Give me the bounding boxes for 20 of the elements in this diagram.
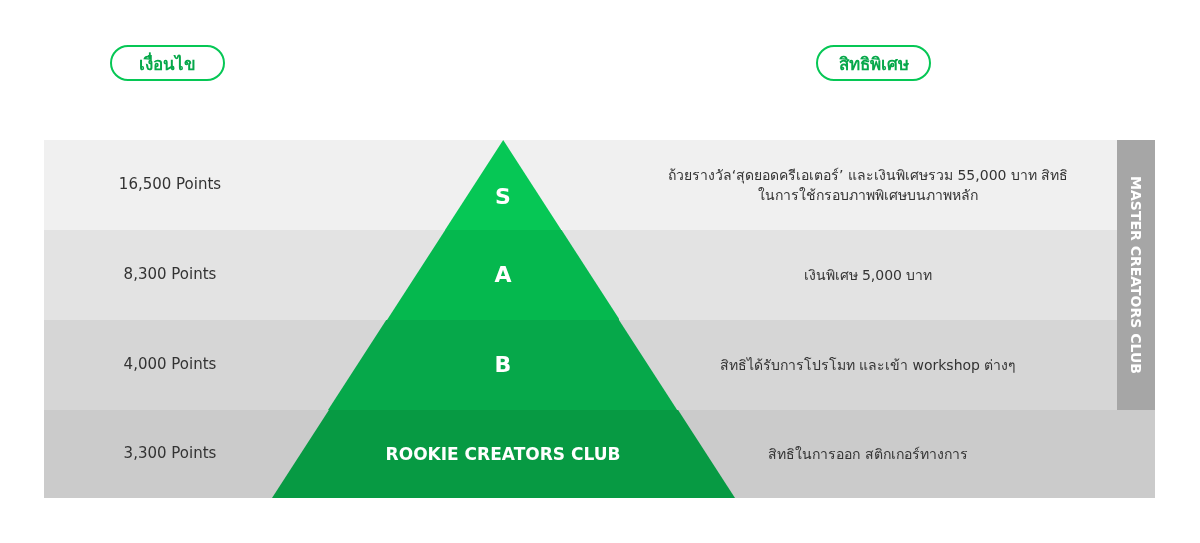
tier-name: A <box>493 261 513 287</box>
points-text: 16,500 Points <box>117 175 223 193</box>
tier-name: ROOKIE CREATORS CLUB <box>384 443 622 464</box>
points-text: 4,000 Points <box>122 355 218 373</box>
tier-name: S <box>494 183 512 209</box>
points-text: 8,300 Points <box>122 265 218 283</box>
header-label: สิทธิพิเศษ <box>816 45 931 81</box>
benefit-text: เงินพิเศษ 5,000 บาท <box>802 266 934 285</box>
benefit-text: ถ้วยรางวัล‘สุดยอดครีเอเตอร์’ และเงินพิเศษรวม 55,000 บาท สิทธิในการใช้กรอบภาพพิเศษบนภาพหลัก <box>666 166 1070 205</box>
benefit-text: สิทธิได้รับการโปรโมท และเข้า workshop ต่างๆ <box>718 356 1018 375</box>
club-name: MASTER CREATORS CLUB <box>1128 176 1144 374</box>
points-text: 3,300 Points <box>122 444 218 462</box>
tier-row <box>44 410 1155 498</box>
club-bar <box>1117 140 1155 410</box>
tier-name: B <box>493 351 513 377</box>
header-label: เงื่อนไข <box>110 45 225 81</box>
tier-row <box>44 140 1117 230</box>
tier-row <box>44 320 1117 410</box>
tier-row <box>44 230 1117 320</box>
benefit-text: สิทธิในการออก สติกเกอร์ทางการ <box>767 445 969 464</box>
